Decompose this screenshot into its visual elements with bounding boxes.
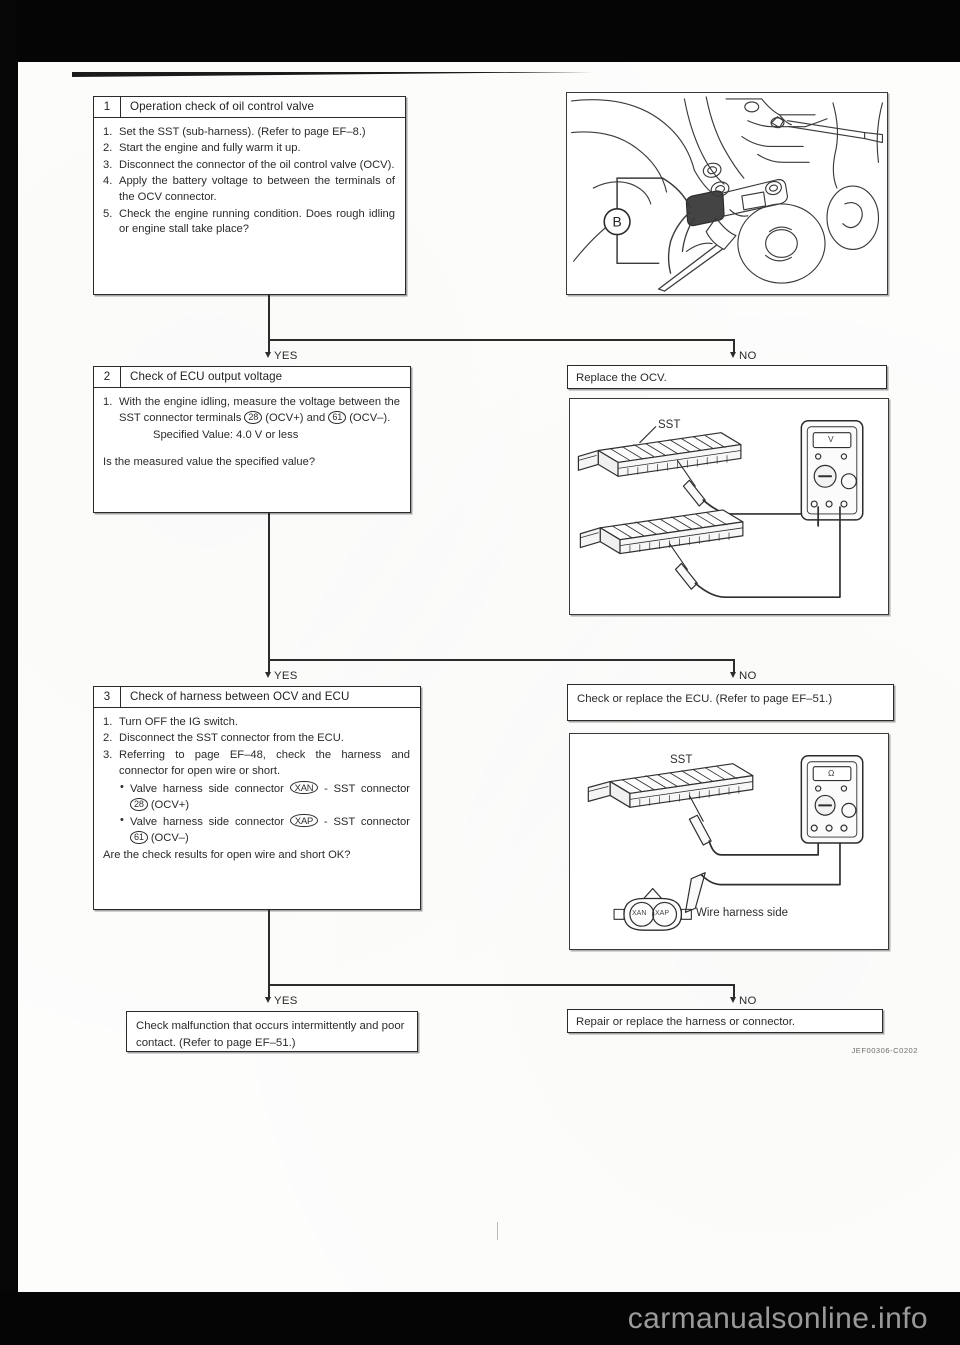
sst-label-harness: SST <box>670 754 693 766</box>
scan-border-bottom <box>0 1292 960 1345</box>
step-1-box: 1 Operation check of oil control valve 1… <box>93 96 406 295</box>
step-1-header: 1 Operation check of oil control valve <box>94 97 405 118</box>
label-no-1: NO <box>739 350 757 362</box>
step-2-header: 2 Check of ECU output voltage <box>94 367 410 388</box>
arrow-no-1 <box>730 352 736 358</box>
label-no-3: NO <box>739 995 757 1007</box>
arrow-yes-2 <box>265 672 271 678</box>
step-1-title: Operation check of oil control valve <box>130 99 315 113</box>
label-no-2: NO <box>739 670 757 682</box>
step-1-body: 1. Set the SST (sub-harness). (Refer to … <box>94 118 405 247</box>
step-3-number: 3 <box>94 687 121 707</box>
connector-yes-3-drop <box>268 984 270 999</box>
wire-harness-side-label: Wire harness side <box>696 907 789 919</box>
result-intermittent: Check malfunction that occurs intermitte… <box>126 1011 418 1052</box>
step-3-item: 3. Referring to page EF–48, check the ha… <box>103 748 410 847</box>
arrow-yes-3 <box>265 997 271 1003</box>
step-3-header: 3 Check of harness between OCV and ECU <box>94 687 420 708</box>
connector-step1-stem <box>268 295 270 340</box>
connector-token-xan: XAN <box>289 780 319 794</box>
terminal-token-28: 28 <box>244 410 263 424</box>
connector-no-3-drop <box>733 984 735 999</box>
step-3-title: Check of harness between OCV and ECU <box>130 689 350 703</box>
result-replace-ocv: Replace the OCV. <box>567 365 887 389</box>
step-2-box: 2 Check of ECU output voltage 1. With th… <box>93 366 411 513</box>
result-check-ecu: Check or replace the ECU. (Refer to page… <box>567 684 894 721</box>
connector-step2-stem <box>268 513 270 660</box>
step-3-subitem: Valve harness side connector XAP - SST c… <box>119 813 410 847</box>
engine-callout-b: B <box>612 214 621 230</box>
connector-no-2-drop <box>733 659 735 674</box>
connector-step3-stem <box>268 910 270 985</box>
sst-label-voltage: SST <box>658 419 681 431</box>
connector-yes-2-drop <box>268 659 270 674</box>
arrow-no-3 <box>730 997 736 1003</box>
harness-pin-xap: XAP <box>655 910 670 917</box>
connector-no-1-drop <box>733 339 735 354</box>
step-2-title: Check of ECU output voltage <box>130 369 283 383</box>
arrow-yes-1 <box>265 352 271 358</box>
site-watermark: carmanualsonline.info <box>627 1301 928 1335</box>
connector-token-xap: XAP <box>289 814 319 828</box>
step-1-item: 5. Check the engine running condition. D… <box>103 207 395 236</box>
label-yes-2: YES <box>274 670 298 682</box>
step-2-question: Is the measured value the specified valu… <box>103 455 316 468</box>
step-3-subitem: Valve harness side connector XAN - SST c… <box>119 780 410 814</box>
figure-reference-code: JEF00306-C0202 <box>851 1046 918 1055</box>
meter-display-ohm: Ω <box>828 768 835 778</box>
page-center-tick <box>497 1222 499 1240</box>
label-yes-3: YES <box>274 995 298 1007</box>
illustration-sst-voltage: SST V <box>569 398 889 615</box>
sst-harness-drawing <box>587 755 864 931</box>
step-2-item: 1. With the engine idling, measure the v… <box>103 395 400 444</box>
step-3-box: 3 Check of harness between OCV and ECU 1… <box>93 686 421 910</box>
result-repair-harness: Repair or replace the harness or connect… <box>567 1009 883 1033</box>
step-1-number: 1 <box>94 97 121 117</box>
scan-border-left <box>0 0 18 1292</box>
harness-pin-xan: XAN <box>632 910 647 917</box>
connector-yes-1-drop <box>268 339 270 354</box>
step-1-item: 3. Disconnect the connector of the oil c… <box>103 158 395 171</box>
connector-split-1 <box>268 339 734 341</box>
step-1-item: 1. Set the SST (sub-harness). (Refer to … <box>103 126 366 138</box>
meter-display-v: V <box>828 434 834 444</box>
specified-value: Specified Value: 4.0 V or less <box>153 428 299 441</box>
illustration-sst-harness: SST Ω Wire harness side XAN XAP <box>569 733 889 950</box>
step-3-body: 1. Turn OFF the IG switch. 2. Disconnect… <box>94 708 420 872</box>
terminal-token-61: 61 <box>130 831 148 845</box>
illustration-engine: B <box>566 92 888 295</box>
sst-voltage-drawing <box>577 420 864 598</box>
step-2-body: 1. With the engine idling, measure the v… <box>94 388 410 479</box>
step-1-item: 2. Start the engine and fully warm it up… <box>103 142 301 155</box>
scan-border-top <box>0 0 960 62</box>
step-1-item: 4. Apply the battery voltage to between … <box>103 175 395 204</box>
step-3-item: 1. Turn OFF the IG switch. <box>103 716 238 728</box>
step-3-question: Are the check results for open wire and … <box>103 848 351 861</box>
engine-drawing: B <box>570 96 884 292</box>
step-3-item: 2. Disconnect the SST connector from the… <box>103 732 344 745</box>
connector-split-2 <box>268 659 734 661</box>
terminal-token-28: 28 <box>130 797 148 811</box>
terminal-token-61: 61 <box>328 410 347 424</box>
arrow-no-2 <box>730 672 736 678</box>
label-yes-1: YES <box>274 350 298 362</box>
step-2-number: 2 <box>94 367 121 387</box>
page-header-rule <box>72 72 902 83</box>
connector-split-3 <box>268 984 734 986</box>
